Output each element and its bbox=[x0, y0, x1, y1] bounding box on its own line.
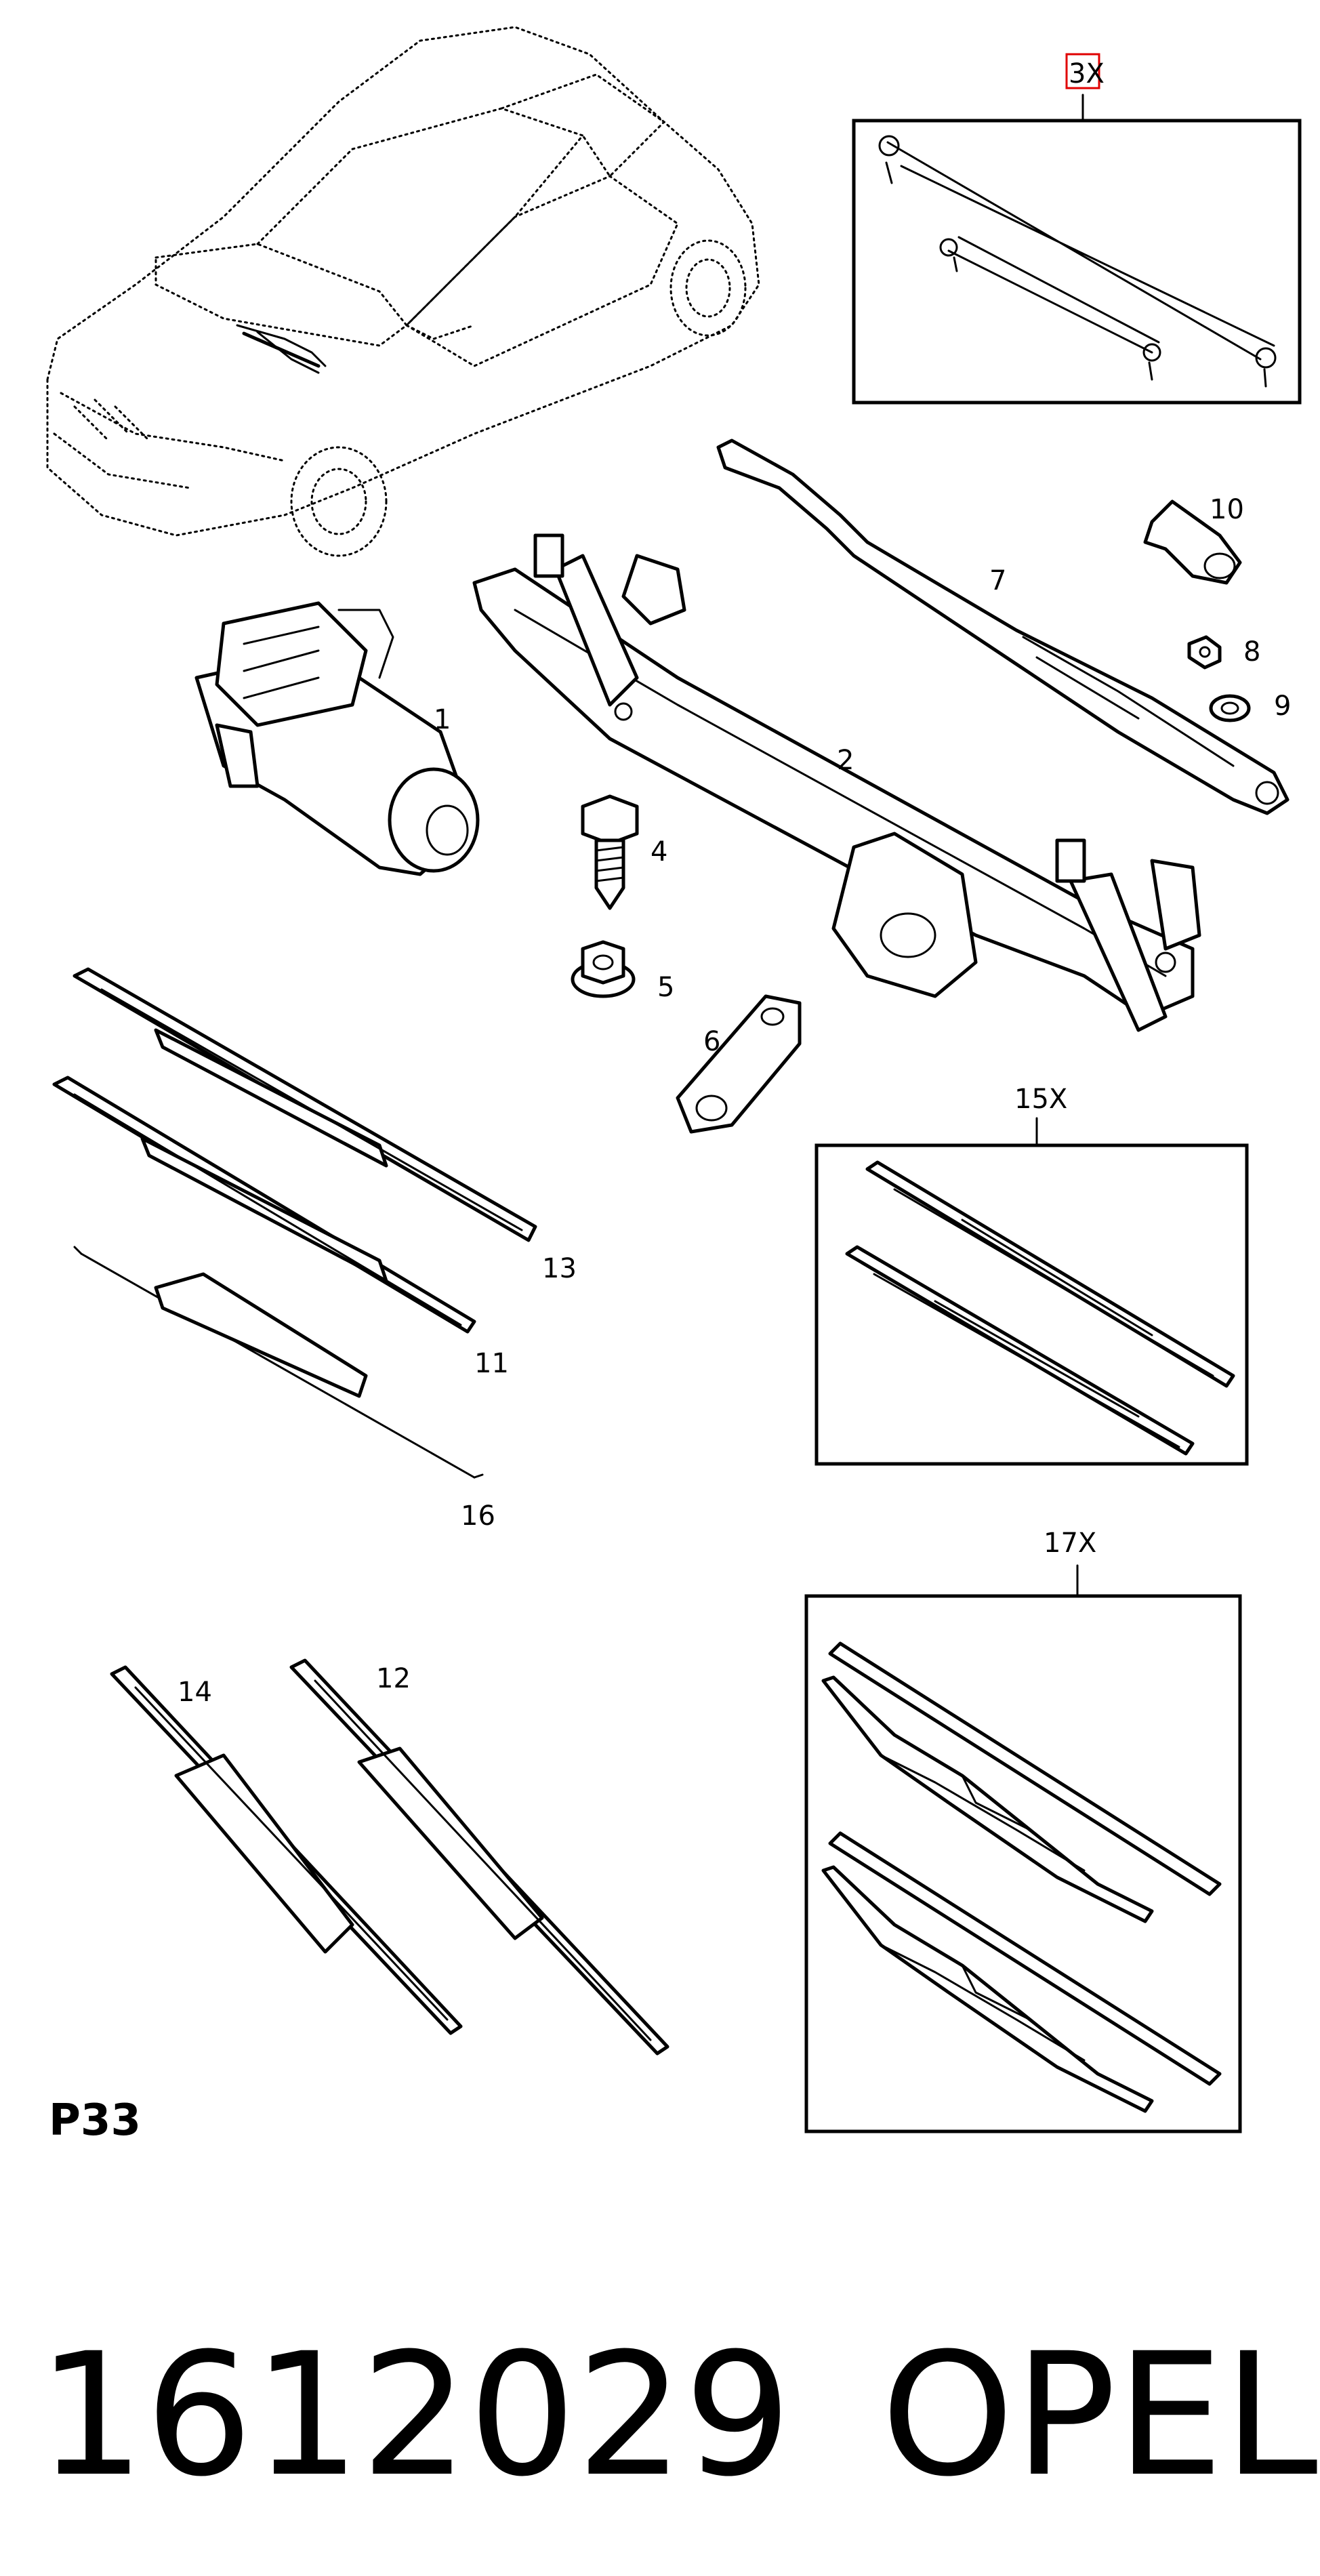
callout-8: 8 bbox=[1243, 636, 1260, 668]
callout-16: 16 bbox=[461, 1500, 495, 1532]
callout-highlight bbox=[1065, 53, 1100, 89]
wiper-arm bbox=[716, 438, 1290, 815]
callout-5: 5 bbox=[657, 972, 674, 1003]
callout-3x: 3X bbox=[1069, 58, 1105, 89]
callout-17x: 17X bbox=[1044, 1528, 1096, 1559]
car-illustration bbox=[46, 26, 760, 557]
wiper-linkage bbox=[472, 533, 1201, 1032]
callout-9: 9 bbox=[1274, 691, 1291, 722]
blade-kit-15-frame bbox=[814, 1143, 1249, 1466]
page-code: P33 bbox=[49, 2095, 141, 2146]
blade-kit-17-group bbox=[804, 1564, 1242, 2133]
callout-7: 7 bbox=[989, 565, 1006, 596]
washer bbox=[1209, 694, 1251, 722]
callout-11: 11 bbox=[474, 1348, 509, 1379]
callout-12: 12 bbox=[376, 1663, 411, 1694]
callout-4: 4 bbox=[651, 836, 667, 867]
brand-name: OPEL bbox=[881, 2316, 1318, 2514]
callout-labels: 1 2 3X 4 5 6 7 8 9 10 11 12 13 14 15X 16… bbox=[178, 58, 1291, 1708]
blade-kit-15-group bbox=[814, 1117, 1249, 1466]
cap bbox=[1143, 499, 1242, 585]
mounting-bracket bbox=[676, 994, 802, 1134]
callout-14: 14 bbox=[178, 1677, 212, 1708]
wiper-blade-12 bbox=[289, 1658, 669, 2056]
callout-15x: 15X bbox=[1014, 1084, 1067, 1115]
wiper-blade-16 bbox=[73, 1246, 484, 1479]
wiper-blade-11 bbox=[52, 1076, 476, 1334]
blade-kit-17-frame bbox=[804, 1594, 1242, 2133]
bolt bbox=[581, 794, 639, 910]
callout-6: 6 bbox=[703, 1026, 720, 1057]
rod-kit-frame bbox=[852, 119, 1302, 405]
small-nut bbox=[1187, 635, 1222, 670]
flange-nut bbox=[571, 940, 636, 998]
callout-13: 13 bbox=[542, 1253, 577, 1284]
callout-10: 10 bbox=[1210, 494, 1244, 525]
callout-2: 2 bbox=[837, 745, 854, 776]
wiper-motor bbox=[194, 601, 480, 876]
part-number: 1612029 bbox=[37, 2316, 791, 2514]
rod-kit-group bbox=[852, 53, 1302, 405]
wiper-blade-14 bbox=[110, 1665, 463, 2035]
wiper-blade-13 bbox=[73, 967, 537, 1242]
callout-1: 1 bbox=[434, 704, 451, 735]
